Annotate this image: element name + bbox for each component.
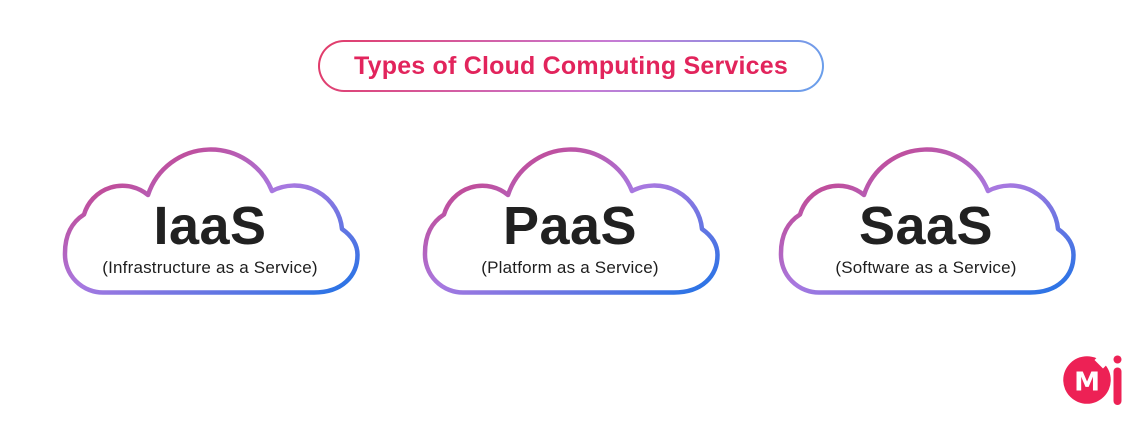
cloud-subtitle-paas: (Platform as a Service)	[481, 258, 659, 277]
cloud-outline-icon	[422, 147, 720, 295]
cloud-shape-path	[422, 147, 720, 295]
cloud-shape-path	[62, 147, 360, 295]
cloud-label-iaas: IaaS	[153, 196, 267, 256]
page-title: Types of Cloud Computing Services	[354, 51, 788, 80]
logo-i-dot-icon	[1113, 355, 1122, 364]
cloud-label-paas: PaaS	[502, 196, 638, 256]
cloud-outline-icon	[62, 147, 360, 295]
cloud-shape-path	[778, 147, 1076, 295]
cloud-outline-icon	[778, 147, 1076, 295]
title-pill-inner: Types of Cloud Computing Services	[320, 42, 822, 90]
cloud-card-saas: SaaS (Software as a Service)	[776, 145, 1076, 295]
cloud-card-iaas: IaaS (Infrastructure as a Service)	[60, 145, 360, 295]
logo-monogram: M	[1074, 368, 1100, 398]
cloud-subtitle-iaas: (Infrastructure as a Service)	[102, 258, 318, 277]
title-pill: Types of Cloud Computing Services	[318, 40, 824, 92]
brand-logo-icon: M	[1063, 353, 1122, 405]
cloud-card-paas: PaaS (Platform as a Service)	[420, 145, 720, 295]
cloud-subtitle-saas: (Software as a Service)	[835, 258, 1017, 277]
logo-disc	[1063, 356, 1111, 404]
logo-i-stem-icon	[1113, 367, 1122, 405]
cloud-label-saas: SaaS	[858, 196, 994, 256]
brand-logo: M	[1060, 353, 1126, 407]
